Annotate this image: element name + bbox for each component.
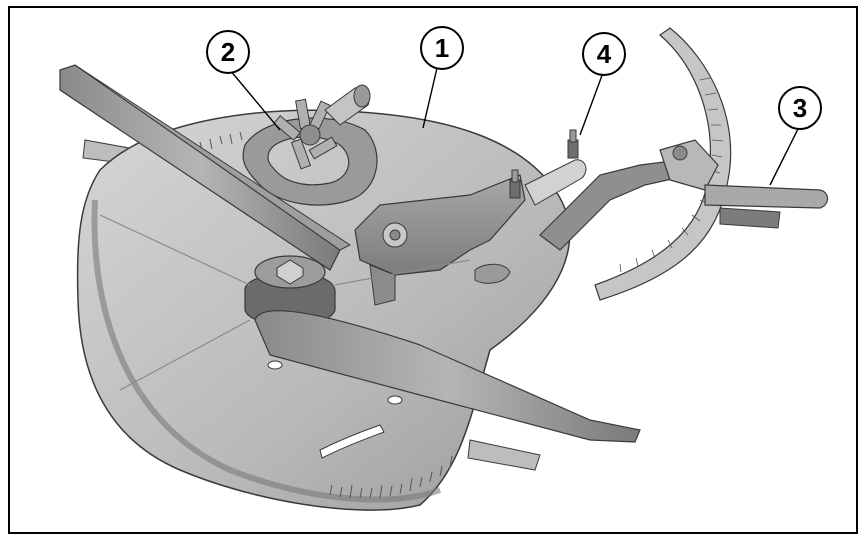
agitator-star [273, 98, 338, 170]
pointer-knob [672, 145, 688, 161]
bracket-clip [474, 263, 511, 284]
shaft-end [353, 84, 371, 108]
callout-4-label: 4 [597, 39, 612, 69]
vane-hole-1 [267, 360, 283, 370]
spreader-vane-lower-right [254, 310, 641, 443]
hub-hex-socket [276, 259, 304, 285]
vane-edge [74, 64, 352, 251]
callout-2: 2 [206, 30, 250, 74]
vane-hole-2 [387, 395, 403, 405]
cylinder-bolt-upper [567, 129, 579, 159]
callout-leaders [229, 67, 801, 186]
spreader-vane-upper-left [59, 64, 341, 271]
cylinder-bolt-lower [509, 169, 521, 199]
disc-bottom-scale [329, 455, 453, 499]
callout-1-label: 1 [435, 33, 449, 63]
disc-rim [91, 199, 442, 503]
lower-scale-strip [467, 439, 541, 471]
rail-lower [719, 207, 781, 229]
disc-slot [319, 424, 385, 459]
callout-2-label: 2 [221, 37, 235, 67]
disc-divider-lines [99, 214, 471, 391]
scale-pointer-block [659, 139, 719, 191]
curved-scale [594, 27, 732, 301]
callout-4: 4 [582, 32, 626, 76]
callout-1: 1 [420, 26, 464, 70]
adjustment-rail [704, 184, 829, 209]
callout-3: 3 [778, 86, 822, 130]
adjustment-cylinder [524, 159, 587, 206]
callout-3-label: 3 [793, 93, 807, 123]
